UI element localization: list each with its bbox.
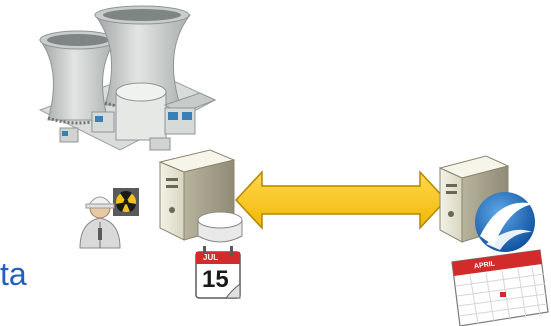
left-calendar-day: 15 [202, 266, 229, 294]
partial-label-text: ta [0, 258, 27, 290]
nuclear-plant-icon [40, 6, 215, 150]
left-calendar-month: JUL [203, 253, 218, 262]
company-logo-icon [475, 192, 535, 252]
right-calendar-icon [452, 250, 548, 326]
database-icon [198, 212, 242, 242]
nuclear-worker-icon [80, 188, 139, 248]
bidirectional-arrow [236, 172, 446, 228]
